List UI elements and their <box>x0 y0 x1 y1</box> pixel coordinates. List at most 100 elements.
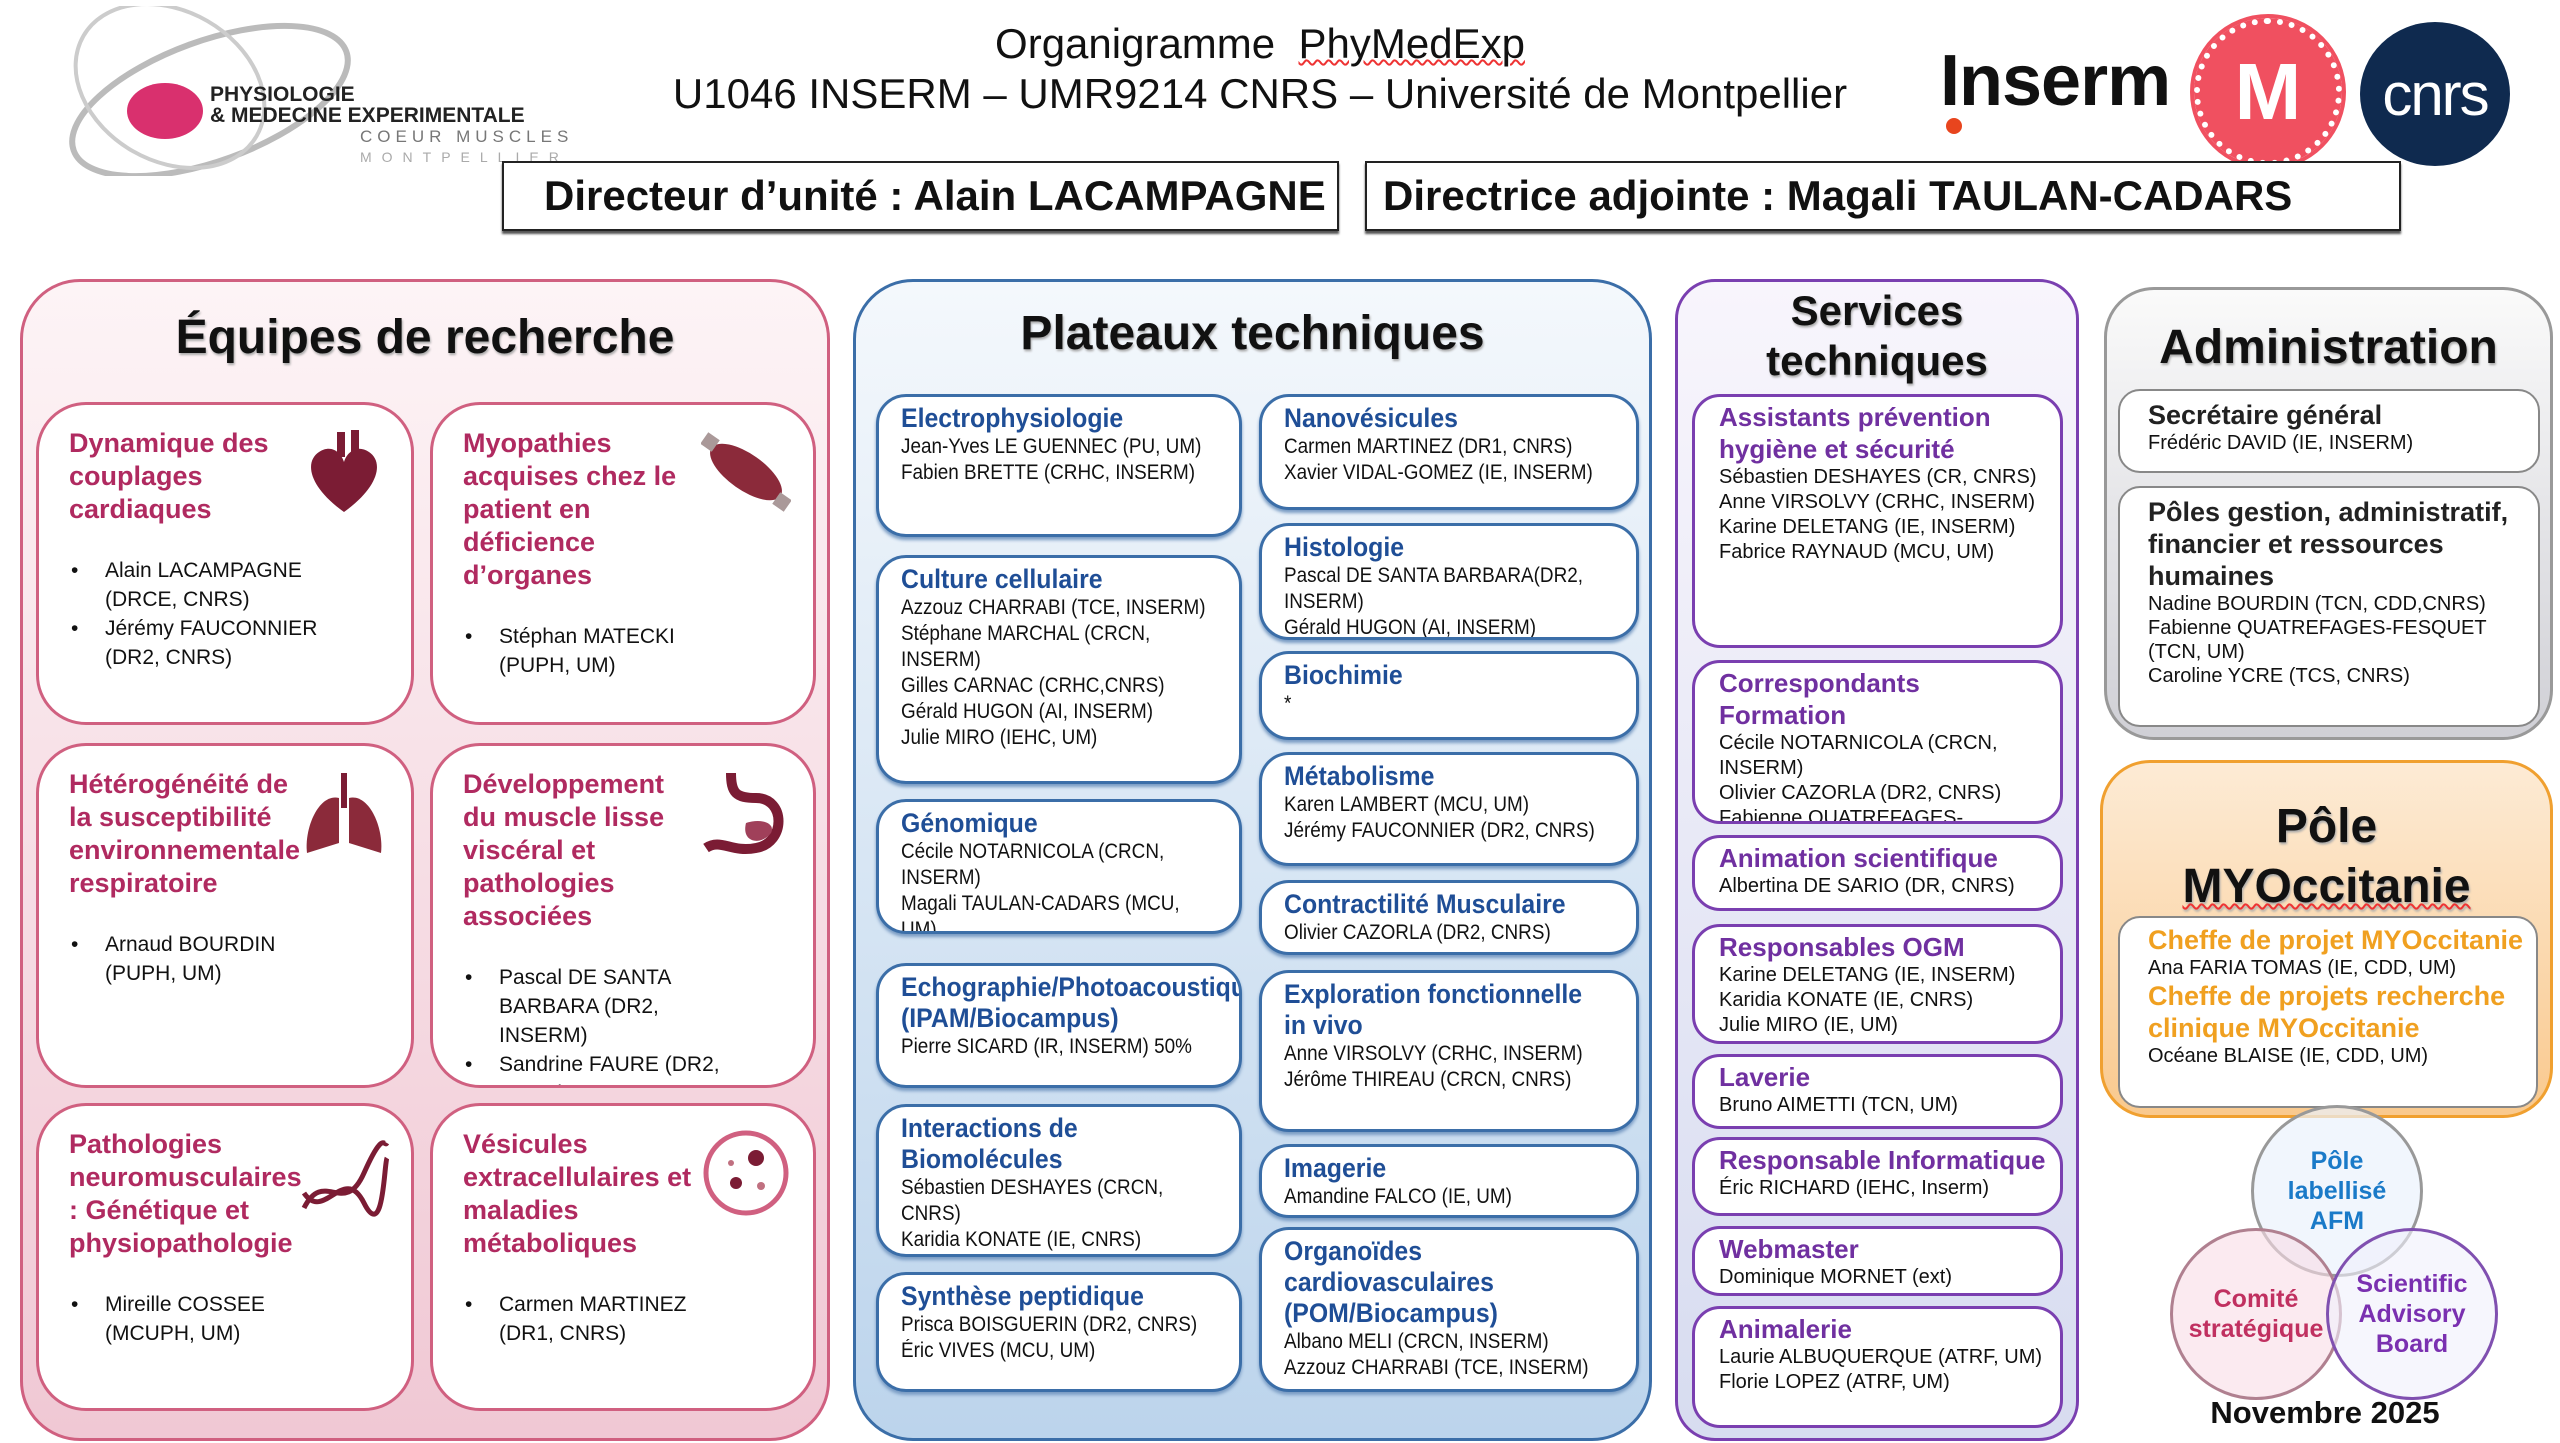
platform-card-title: Organoïdes cardiovasculaires (POM/Biocam… <box>1284 1236 1498 1328</box>
section-title-pole: Pôle <box>2275 800 2378 853</box>
research-team-card: Développement du muscle lisse viscéral e… <box>430 743 816 1088</box>
admin-card-title: Pôles gestion, administratif, financier … <box>2148 497 2509 591</box>
platform-card-person: Albano MELI (CRCN, INSERM) <box>1284 1330 1549 1353</box>
platform-card-person: Pierre SICARD (IR, INSERM) 50% <box>901 1035 1192 1058</box>
venn-label-comite: Comité stratégique <box>2188 1285 2324 1343</box>
team-title: Développement du muscle lisse viscéral e… <box>463 769 665 931</box>
team-member: Mireille COSSEE (MCUPH, UM) <box>71 1290 345 1348</box>
um-logo-letter: M <box>2234 47 2302 136</box>
logo-line-2: & MEDECINE EXPERIMENTALE <box>210 104 525 127</box>
stomach-icon <box>701 768 791 858</box>
platform-card: Biochimie* <box>1259 651 1639 740</box>
team-member: Arnaud BOURDIN (PUPH, UM) <box>71 930 345 988</box>
platform-card-person: Jérémy FAUCONNIER (DR2, CNRS) <box>1284 819 1595 842</box>
service-card-person: Karine DELETANG (IE, INSERM) <box>1719 516 2016 538</box>
team-members: Arnaud BOURDIN (PUPH, UM) <box>69 930 391 988</box>
team-member: Jérémy FAUCONNIER (DR2, CNRS) <box>71 614 345 672</box>
admin-card-person: Caroline YCRE (TCS, CNRS) <box>2148 665 2410 687</box>
research-team-card: Vésicules extracellulaires et maladies m… <box>430 1103 816 1411</box>
director-box: Directeur d’unité : Alain LACAMPAGNE <box>502 161 1339 231</box>
team-members: Pascal DE SANTA BARBARA (DR2, INSERM)San… <box>463 963 793 1085</box>
team-title: Pathologies neuromusculaires : Génétique… <box>69 1129 302 1258</box>
platform-card-title: Electrophysiologie <box>901 403 1124 433</box>
admin-card-person: Frédéric DAVID (IE, INSERM) <box>2148 432 2414 454</box>
platform-card-title: Contractilité Musculaire <box>1284 889 1566 919</box>
phymedexp-logo: PHYSIOLOGIE & MEDECINE EXPERIMENTALE COE… <box>60 2 600 180</box>
platform-card-person: Gérald HUGON (AI, INSERM) <box>901 700 1154 723</box>
service-card-person: Anne VIRSOLVY (CRHC, INSERM) <box>1719 491 2036 513</box>
service-card-title: Responsable Informatique <box>1719 1145 2046 1175</box>
platform-card-person: Jean-Yves LE GUENNEC (PU, UM) <box>901 435 1202 458</box>
platform-card-person: Prisca BOISGUERIN (DR2, CNRS) <box>901 1313 1198 1336</box>
platform-card-person: Azzouz CHARRABI (TCE, INSERM) <box>901 596 1206 619</box>
platform-card-person: Éric VIVES (MCU, UM) <box>901 1339 1096 1362</box>
platform-card-person: Azzouz CHARRABI (TCE, INSERM) <box>1284 1356 1589 1379</box>
team-member: Stéphan MATECKI (PUPH, UM) <box>465 622 746 680</box>
section-title-plateaux: Plateaux techniques <box>1020 307 1485 360</box>
page-title: Organigramme PhyMedExp <box>600 20 1920 68</box>
service-card-person: Karidia KONATE (IE, CNRS) <box>1719 989 1974 1011</box>
service-card-title: Responsables OGM <box>1719 932 1965 962</box>
service-card-person: Éric RICHARD (IEHC, Inserm) <box>1719 1177 1990 1199</box>
myoccitanie-person: Ana FARIA TOMAS (IE, CDD, UM) <box>2148 957 2457 979</box>
platform-card-title: Echographie/Photoacoustique (IPAM/Biocam… <box>901 972 1242 1033</box>
myoccitanie-role: Cheffe de projets recherche clinique MYO… <box>2148 981 2506 1043</box>
platform-card-person: Jérôme THIREAU (CRCN, CNRS) <box>1284 1068 1572 1091</box>
team-member: Alain LACAMPAGNE (DRCE, CNRS) <box>71 556 345 614</box>
admin-card-title: Secrétaire général <box>2148 400 2383 430</box>
team-title: Myopathies acquises chez le patient en d… <box>463 428 677 590</box>
myoccitanie-person: Océane BLAISE (IE, CDD, UM) <box>2148 1045 2429 1067</box>
team-members: Alain LACAMPAGNE (DRCE, CNRS)Jérémy FAUC… <box>69 556 391 672</box>
lungs-icon <box>299 768 389 858</box>
service-card-person: Laurie ALBUQUERQUE (ATRF, UM) <box>1719 1346 2043 1368</box>
service-card-title: Animalerie <box>1719 1314 1852 1344</box>
platform-card-person: Anne VIRSOLVY (CRHC, INSERM) <box>1284 1042 1583 1065</box>
service-card-title: Laverie <box>1719 1062 1811 1092</box>
service-card-person: Florie LOPEZ (ATRF, UM) <box>1719 1371 1950 1393</box>
section-title-administration: Administration <box>2159 321 2498 374</box>
team-title: Vésicules extracellulaires et maladies m… <box>463 1129 692 1258</box>
team-member: Pascal DE SANTA BARBARA (DR2, INSERM) <box>465 963 746 1050</box>
platform-card-person: Carmen MARTINEZ (DR1, CNRS) <box>1284 435 1573 458</box>
myoccitanie-role: Cheffe de projet MYOccitanie <box>2148 925 2524 955</box>
team-members: Carmen MARTINEZ (DR1, CNRS) <box>463 1290 793 1348</box>
platform-card-person: Olivier CAZORLA (DR2, CNRS) <box>1284 921 1551 944</box>
service-card-title: Animation scientifique <box>1719 843 1998 873</box>
admin-card: Pôles gestion, administratif, financier … <box>2118 486 2540 727</box>
platform-card-person: Gérald HUGON (AI, INSERM) <box>1284 616 1537 639</box>
platform-card-person: Cécile NOTARNICOLA (CRCN, INSERM) <box>901 840 1165 889</box>
title-name: PhyMedExp <box>1298 20 1525 67</box>
platform-card-person: * <box>1284 692 1292 715</box>
venn-circle-sab: Scientific Advisory Board <box>2326 1228 2498 1400</box>
service-card-person: Cécile NOTARNICOLA (CRCN, INSERM) <box>1719 732 1998 779</box>
team-members: Mireille COSSEE (MCUPH, UM) <box>69 1290 391 1348</box>
platform-card-person: Karen LAMBERT (MCU, UM) <box>1284 793 1530 816</box>
cnrs-logo: cnrs <box>2360 22 2510 166</box>
section-title-services: Services techniques <box>1766 287 1988 384</box>
research-team-card: Hétérogénéité de la susceptibilité envir… <box>36 743 414 1088</box>
venn-circle-comite: Comité stratégique <box>2170 1228 2342 1400</box>
logo-line-3: COEUR MUSCLES <box>360 127 574 146</box>
team-members: Stéphan MATECKI (PUPH, UM) <box>463 622 793 680</box>
service-card-title: Correspondants Formation <box>1719 668 1920 730</box>
service-card-person: Dominique MORNET (ext) <box>1719 1266 1953 1288</box>
venn-label-sab: Scientific Advisory Board <box>2356 1270 2468 1358</box>
platform-card-person: Gilles CARNAC (CRHC,CNRS) <box>901 674 1165 697</box>
platform-card-title: Exploration fonctionnelle in vivo <box>1284 979 1583 1040</box>
platform-card-title: Culture cellulaire <box>901 564 1103 594</box>
date-label: Novembre 2025 <box>2210 1395 2440 1430</box>
platform-card-person: Fabien BRETTE (CRHC, INSERM) <box>901 461 1196 484</box>
